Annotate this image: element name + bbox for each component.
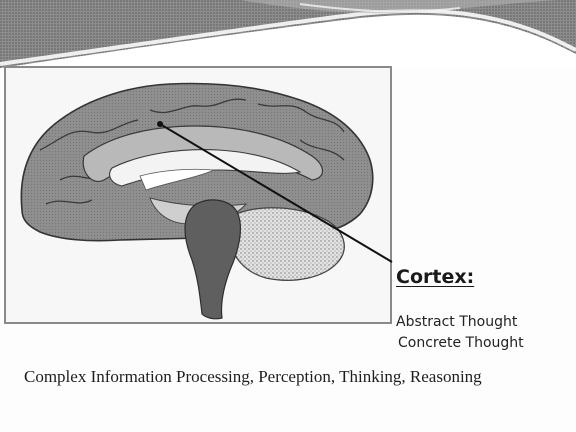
function-item-abstract: Abstract Thought xyxy=(396,312,524,333)
cortex-description: Complex Information Processing, Percepti… xyxy=(24,366,544,387)
brainstem xyxy=(185,200,240,319)
cortex-pointer-dot xyxy=(157,121,163,127)
cortex-heading: Cortex: xyxy=(396,266,474,288)
cortex-functions: Abstract Thought Concrete Thought xyxy=(396,312,524,354)
function-item-concrete: Concrete Thought xyxy=(396,333,524,354)
